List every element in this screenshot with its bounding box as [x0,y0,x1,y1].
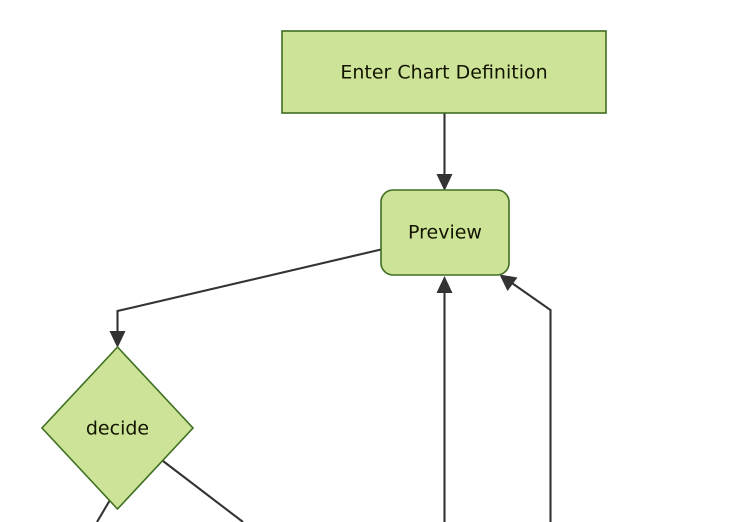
node-shape-rounded-rectangle [380,189,510,276]
arrowhead-icon [436,174,453,191]
edge-line [116,248,382,340]
edge-return-right-to-preview[interactable] [499,274,552,522]
edge-enter-to-preview[interactable] [436,113,453,191]
node-layer: Enter Chart Definition Preview decide [40,30,607,511]
node-shape-rectangle [281,30,607,114]
arrowhead-icon [499,274,518,291]
node-preview[interactable]: Preview [380,189,510,276]
node-enter-chart-definition[interactable]: Enter Chart Definition [281,30,607,114]
edge-line [508,280,552,522]
node-decide[interactable]: decide [40,345,195,511]
node-label: Enter Chart Definition [340,62,547,84]
edge-preview-to-decide[interactable] [109,248,382,349]
edge-line [96,499,111,522]
node-shape-diamond [40,345,195,511]
edge-decide-out-right[interactable] [162,460,244,522]
edge-line [162,460,244,522]
edge-return-center-to-preview[interactable] [436,276,453,522]
arrowhead-icon [436,276,453,293]
arrowhead-icon [109,331,126,348]
node-label: Preview [408,222,482,244]
node-label: decide [86,418,149,440]
edge-layer [96,113,552,522]
edge-decide-out-left[interactable] [96,499,111,522]
